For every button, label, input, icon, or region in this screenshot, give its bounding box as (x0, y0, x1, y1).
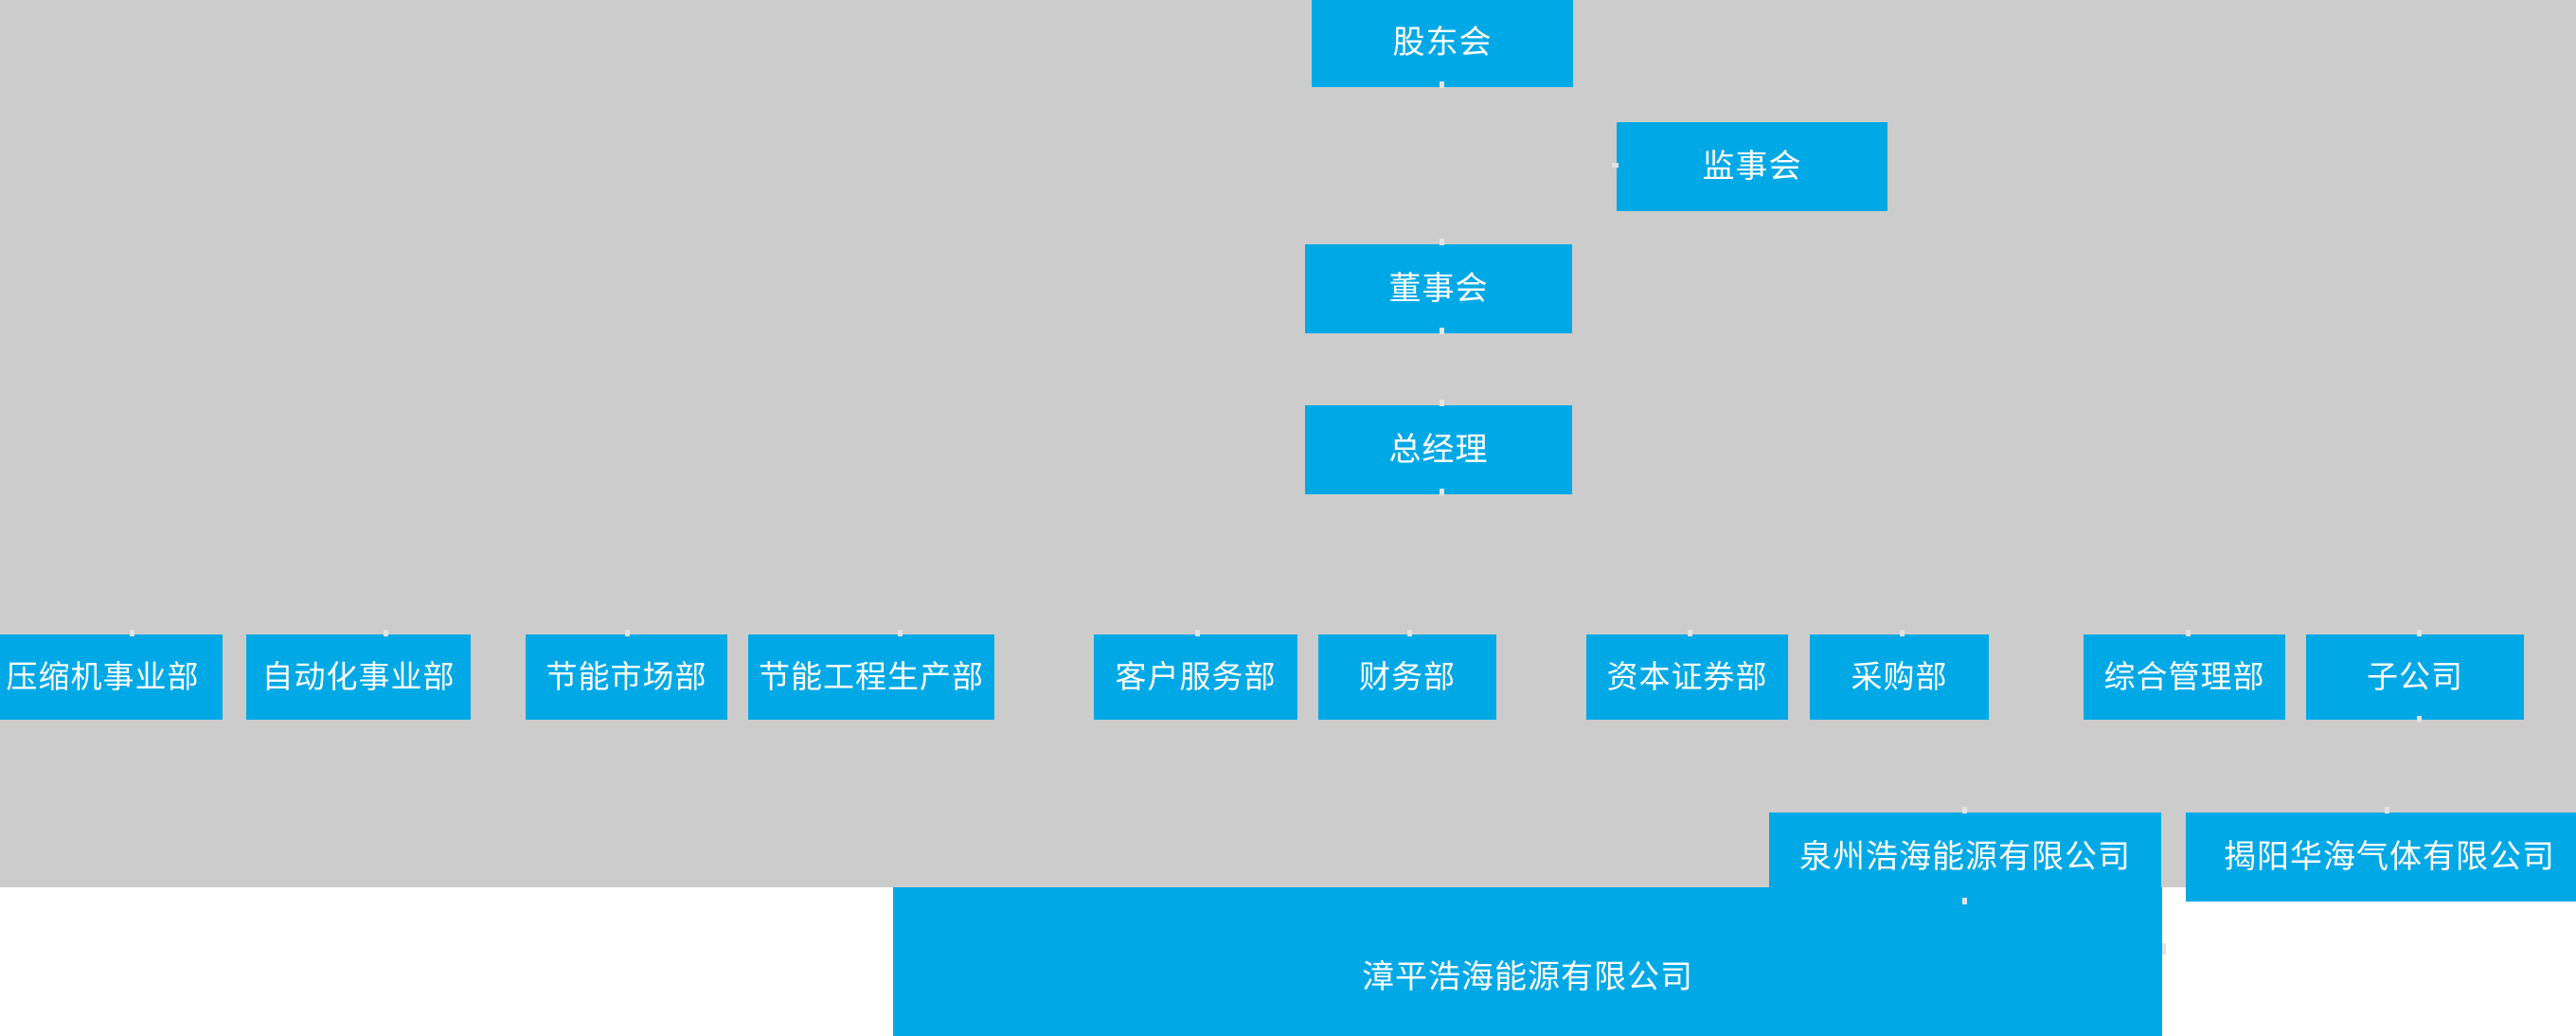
org-node-label: 节能市场部 (546, 659, 707, 695)
org-node-board-of-directors[interactable]: 董事会 (1305, 244, 1572, 333)
org-node-label: 财务部 (1359, 659, 1456, 695)
org-node-label: 资本证券部 (1606, 659, 1768, 695)
org-node-dept-compressor[interactable]: 压缩机事业部 (0, 634, 223, 720)
org-node-label: 自动化事业部 (261, 659, 456, 695)
org-node-dept-finance[interactable]: 财务部 (1318, 634, 1496, 720)
org-node-label: 漳平浩海能源有限公司 (1362, 959, 1693, 996)
org-node-subsidiary-zhangping-haohai[interactable]: 漳平浩海能源有限公司 (893, 887, 2162, 1036)
connector-stub-dept-7-top (1900, 630, 1905, 636)
connector-stub-dept-9-top (2417, 630, 2422, 636)
connector-stub-sub-0-bottom (1962, 898, 1967, 904)
org-node-label: 揭阳华海气体有限公司 (2224, 838, 2555, 875)
org-node-label: 董事会 (1388, 270, 1489, 307)
org-node-label: 股东会 (1392, 24, 1493, 61)
connector-stub-gm-top (1440, 400, 1444, 406)
connector-stub-supervisors-left (1612, 163, 1619, 168)
org-node-dept-energy-market[interactable]: 节能市场部 (526, 634, 727, 720)
connector-stub-dept-1-top (384, 630, 388, 636)
connector-stub-sub-1-top (2385, 807, 2389, 813)
org-node-label: 节能工程生产部 (759, 659, 984, 695)
connector-stub-gm-bottom (1440, 489, 1444, 495)
connector-stub-dept-3-top (898, 630, 903, 636)
org-node-subsidiary-quanzhou-haohai[interactable]: 泉州浩海能源有限公司 (1769, 813, 2161, 902)
connector-stub-shareholders-bottom (1440, 81, 1444, 88)
org-node-label: 子公司 (2367, 659, 2463, 695)
org-node-label: 泉州浩海能源有限公司 (1799, 838, 2131, 875)
connector-stub-dept-6-top (1688, 630, 1692, 636)
org-node-label: 监事会 (1702, 148, 1802, 185)
org-node-label: 客户服务部 (1115, 659, 1277, 695)
connector-stub-sub-0-top (1962, 807, 1967, 813)
connector-stub-dept-0-top (130, 630, 134, 636)
org-node-dept-customer-service[interactable]: 客户服务部 (1094, 634, 1297, 720)
org-node-general-manager[interactable]: 总经理 (1305, 405, 1572, 494)
connector-stub-board-bottom (1440, 328, 1444, 334)
connector-stub-board-top (1440, 239, 1444, 245)
chart-stage-background (0, 0, 2576, 887)
org-node-dept-subsidiaries[interactable]: 子公司 (2306, 634, 2524, 720)
org-node-label: 总经理 (1388, 431, 1489, 468)
org-node-label: 采购部 (1851, 659, 1948, 695)
org-node-dept-capital-securities[interactable]: 资本证券部 (1586, 634, 1788, 720)
org-node-dept-general-management[interactable]: 综合管理部 (2084, 634, 2285, 720)
connector-stub-dept-9-bottom (2417, 716, 2422, 723)
connector-stub-sub-2-top (2162, 943, 2166, 955)
org-node-dept-procurement[interactable]: 采购部 (1810, 634, 1989, 720)
org-node-dept-energy-production[interactable]: 节能工程生产部 (748, 634, 994, 720)
connector-stub-dept-2-top (625, 630, 630, 636)
org-node-shareholders[interactable]: 股东会 (1312, 0, 1573, 87)
org-node-supervisors[interactable]: 监事会 (1617, 122, 1887, 211)
org-node-dept-automation[interactable]: 自动化事业部 (246, 634, 471, 720)
org-node-label: 压缩机事业部 (6, 659, 200, 695)
connector-stub-dept-4-top (1195, 630, 1200, 636)
connector-stub-dept-8-top (2186, 630, 2191, 636)
org-node-label: 综合管理部 (2103, 659, 2265, 695)
org-node-subsidiary-jieyang-huahai[interactable]: 揭阳华海气体有限公司 (2186, 813, 2576, 902)
connector-stub-dept-5-top (1407, 630, 1412, 636)
